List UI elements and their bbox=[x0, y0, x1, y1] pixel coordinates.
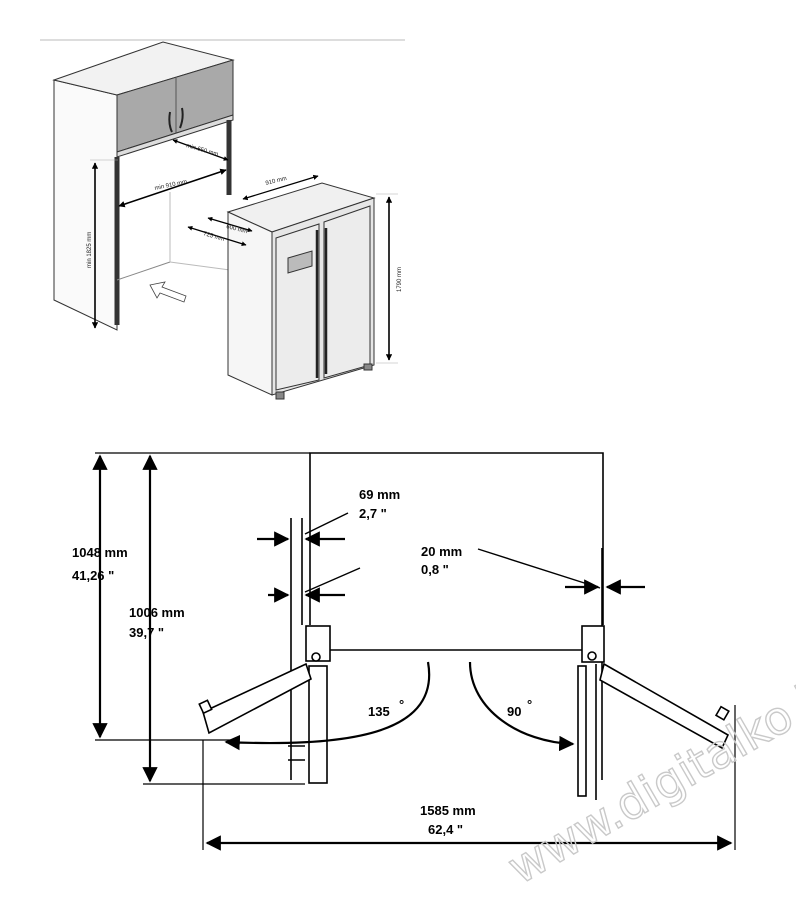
dim-1048-mm: 1048 mm bbox=[72, 545, 128, 560]
dim-1006-in: 39,7 " bbox=[129, 625, 164, 640]
arc-90 bbox=[468, 661, 575, 752]
angle-90-degree: ° bbox=[527, 697, 532, 712]
angle-90: 90 bbox=[507, 704, 521, 719]
dim-1006-mm: 1006 mm bbox=[129, 605, 185, 620]
dim-1585-in: 62,4 " bbox=[428, 822, 463, 837]
niche-depth-label: min.650 mm bbox=[185, 143, 218, 158]
gap-20-mm: 20 mm bbox=[421, 544, 462, 559]
refrigerator bbox=[226, 182, 376, 400]
fridge-depth-725-line bbox=[187, 225, 247, 247]
arc-135 bbox=[224, 661, 431, 751]
right-door-135 bbox=[599, 662, 730, 750]
niche-height-label: min 1825 mm bbox=[87, 232, 93, 268]
niche-depth-line bbox=[172, 139, 229, 161]
dimension-labels: 1048 mm 41,26 " 1006 mm 39,7 " 69 mm 2,7… bbox=[72, 487, 532, 837]
fridge-height-label: 1790 mm bbox=[397, 267, 403, 292]
insert-arrow-icon bbox=[149, 281, 187, 303]
angle-135: 135 bbox=[368, 704, 390, 719]
angle-135-degree: ° bbox=[399, 697, 404, 712]
fridge-body-outline bbox=[309, 452, 604, 625]
fridge-depth-725-label: 725 mm bbox=[202, 231, 225, 243]
fridge-width-label: 910 mm bbox=[265, 176, 287, 187]
gap-69-in: 2,7 " bbox=[359, 506, 387, 521]
right-door-90 bbox=[577, 665, 587, 797]
left-door-135 bbox=[202, 662, 312, 735]
dim-1585-mm: 1585 mm bbox=[420, 803, 476, 818]
left-door-90 bbox=[308, 665, 328, 784]
kitchen-cabinet bbox=[52, 41, 235, 331]
niche-width-label: min 910 mm bbox=[154, 179, 188, 192]
gap-69-mm: 69 mm bbox=[359, 487, 400, 502]
fridge-width-line bbox=[242, 174, 319, 201]
door-swing-diagram bbox=[92, 452, 736, 851]
right-hinge bbox=[581, 625, 605, 663]
dim-1048-in: 41,26 " bbox=[72, 568, 114, 583]
installation-illustration: min 1825 mm min 910 mm min.650 mm 910 mm… bbox=[40, 39, 405, 400]
gap-20-in: 0,8 " bbox=[421, 562, 449, 577]
niche-width-line bbox=[118, 168, 227, 208]
